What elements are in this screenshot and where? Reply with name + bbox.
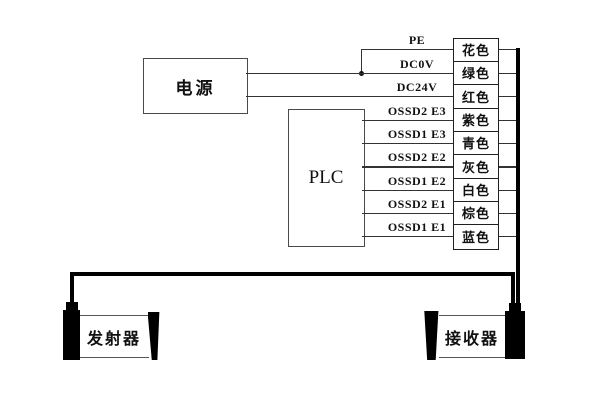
receiver-body: 接收器 [438,315,506,358]
transmitter-body: 发射器 [79,315,149,358]
receiver-label: 接收器 [444,330,499,348]
stub-ossd1-e2 [499,189,517,191]
wire-ossd1-e1 [362,236,453,238]
transmitter-nose [147,311,160,360]
wire-color-cell-ossd2-e2: 灰色 [454,155,498,179]
wire-color-cell-dc24v: 红色 [454,85,498,109]
wire-color-cell-ossd1-e3: 青色 [454,132,498,156]
wire-ossd2-e1 [362,213,453,215]
plc-box: PLC [287,109,365,247]
stub-pe [499,48,517,50]
stub-ossd1-e1 [499,236,517,238]
wire-ossd2-e2 [362,166,453,168]
transmitter-label: 发射器 [86,330,141,348]
ground-cable-right-drop [510,271,515,304]
wire-label-ossd1-e2: OSSD1 E2 [387,173,447,188]
wire-ossd1-e2 [362,189,453,191]
stub-ossd1-e3 [499,143,517,145]
wire-color-cell-ossd2-e1: 棕色 [454,202,498,226]
wire-pe-branch [360,48,362,74]
stub-ossd2-e2 [499,166,517,168]
power-supply-label: 电源 [175,78,216,98]
stub-dc0v [499,72,517,74]
wire-label-ossd2-e1: OSSD2 E1 [387,197,447,212]
wire-color-cell-pe: 花色 [454,39,498,62]
receiver-end-cap [505,311,525,359]
wire-color-cell-dc0v: 绿色 [454,62,498,86]
wire-pe [361,48,453,50]
receiver-cable-bus [516,48,521,307]
wire-dc0v [246,72,453,74]
wire-ossd2-e3 [362,119,453,121]
wire-label-ossd2-e2: OSSD2 E2 [387,150,447,165]
wire-label-pe: PE [408,32,426,47]
transmitter-end-cap [63,310,80,360]
receiver-nose [424,311,439,360]
wire-color-cell-ossd1-e1: 蓝色 [461,230,490,246]
wire-label-ossd1-e1: OSSD1 E1 [387,220,447,235]
wire-color-column: 花色 绿色 红色 紫色 青色 灰色 白色 棕色 蓝色 [453,37,499,250]
wire-label-dc0v: DC0V [400,56,434,71]
power-supply-box: 电源 [143,58,248,114]
stub-ossd2-e1 [499,213,517,215]
wire-label-ossd2-e3: OSSD2 E3 [387,103,447,118]
wire-label-dc24v: DC24V [396,80,438,95]
receiver-connector [509,302,522,312]
wire-color-cell-ossd1-e2: 白色 [454,179,498,202]
stub-ossd2-e3 [499,119,517,121]
transmitter-connector [66,301,78,311]
wire-color-cell-ossd2-e3: 紫色 [454,109,498,132]
plc-label: PLC [308,167,344,188]
wire-label-ossd1-e3: OSSD1 E3 [387,127,447,141]
ground-cable-left-drop [70,271,75,303]
wire-dc24v [246,96,453,98]
stub-dc24v [499,96,517,98]
ground-cable-horizontal [70,271,515,276]
wire-ossd1-e3 [362,143,453,145]
